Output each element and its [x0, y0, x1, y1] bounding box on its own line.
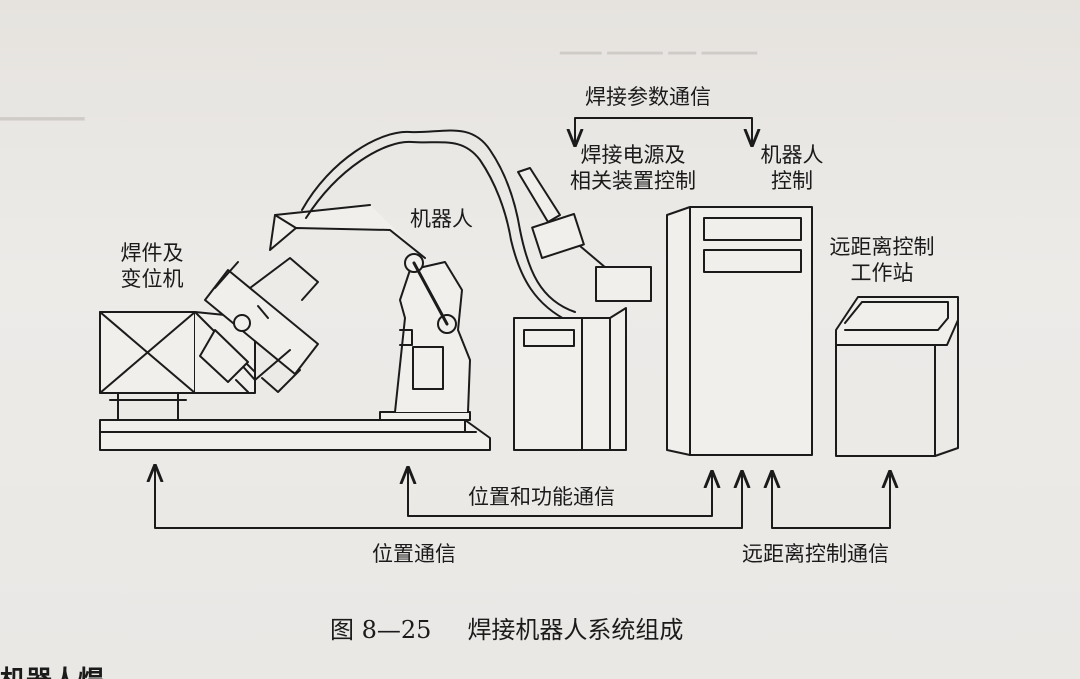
figure-title: 焊接机器人系统组成 — [467, 616, 684, 644]
robot-label: 机器人 — [410, 207, 473, 231]
remote-station-line-1: 远距离控制 — [829, 235, 935, 259]
remote-control-workstation — [835, 296, 959, 457]
power-control-line-2: 相关装置控制 — [570, 169, 696, 193]
bleed-through-line-1: ▁▁▁ ▁▁▁▁ ▁▁ ▁▁▁▁ — [560, 34, 758, 55]
remote-station-label: 远距离控制 工作站 — [822, 234, 942, 286]
remote-control-arrow — [772, 472, 890, 529]
remote-control-comm-label: 远距离控制通信 — [742, 542, 889, 566]
bleed-through-line-2: ▁▁▁▁▁ — [0, 96, 85, 121]
position-comm-label: 位置通信 — [372, 542, 456, 566]
welding-robot — [269, 129, 607, 421]
position-arrow — [155, 466, 742, 529]
figure-caption: 图 8—25 焊接机器人系统组成 — [330, 610, 683, 645]
welding-power-source — [513, 266, 652, 451]
power-control-line-1: 焊接电源及 — [580, 143, 686, 167]
robot-controller-cabinet — [666, 206, 813, 456]
power-control-label: 焊接电源及 相关装置控制 — [558, 142, 708, 194]
robot-control-label: 机器人 控制 — [752, 142, 832, 194]
welding-params-comm-label: 焊接参数通信 — [585, 85, 711, 109]
welding-params-arrow — [575, 117, 752, 145]
positioner-line-1: 焊件及 — [120, 241, 184, 265]
position-function-arrow — [408, 468, 712, 517]
position-function-comm-label: 位置和功能通信 — [468, 485, 615, 509]
robot-control-line-1: 机器人 — [760, 143, 824, 167]
positioner-machine — [99, 257, 319, 421]
remote-station-line-2: 工作站 — [850, 261, 914, 285]
base-rail — [99, 419, 491, 451]
robot-control-line-2: 控制 — [771, 169, 813, 193]
positioner-label: 焊件及 变位机 — [112, 240, 192, 292]
positioner-line-2: 变位机 — [120, 267, 184, 291]
figure-number: 图 8—25 — [330, 616, 432, 644]
